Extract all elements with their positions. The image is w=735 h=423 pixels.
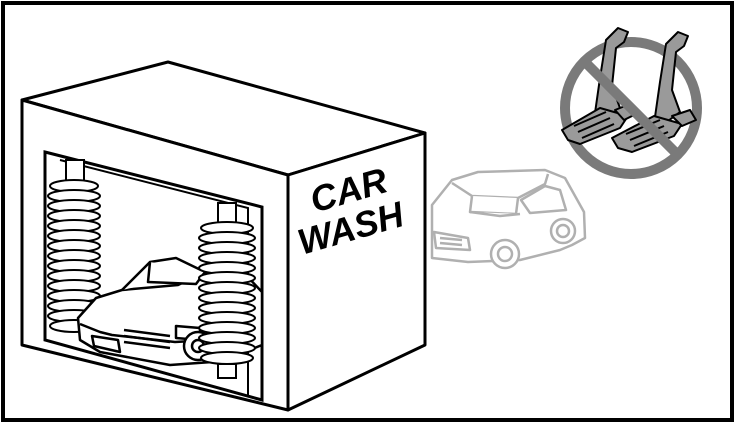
right-brush-icon [199, 203, 255, 378]
